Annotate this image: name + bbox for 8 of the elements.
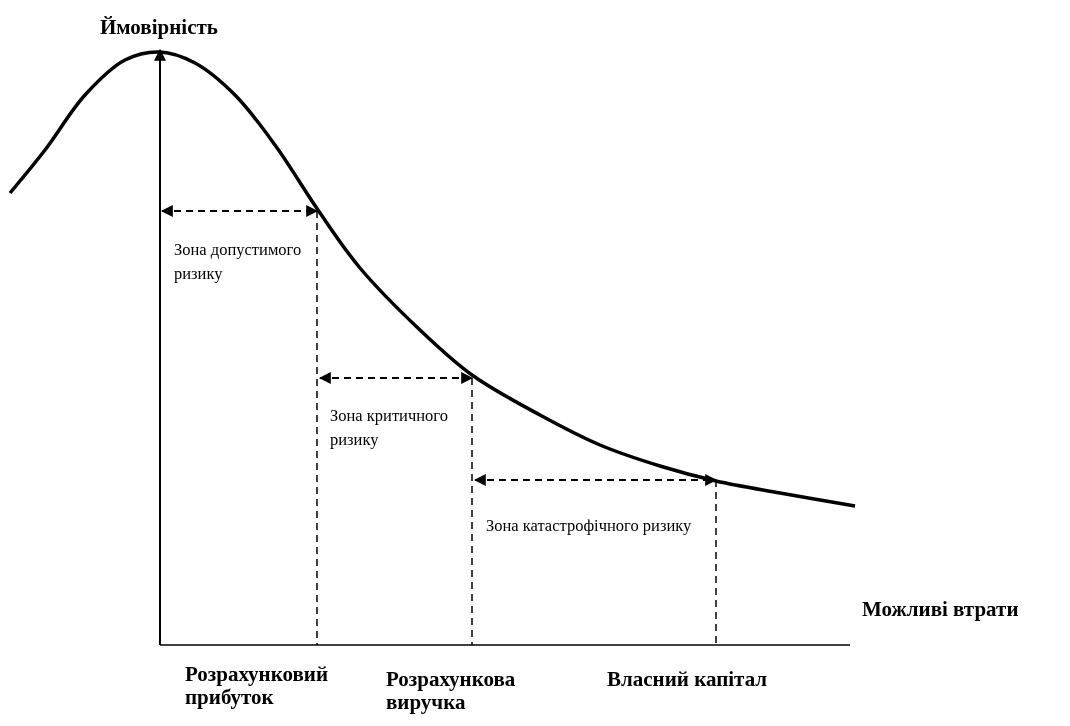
- zone-label: Зона катастрофічного ризику: [486, 515, 693, 537]
- axis-value-label: Розрахункова виручка: [386, 668, 517, 715]
- axis-title: Можливі втрати: [862, 598, 1019, 622]
- axis-value-label: Власний капітал: [607, 668, 768, 692]
- zone-label: Зона допустимого ризику: [174, 239, 303, 285]
- axis-title: Ймовірність: [100, 16, 218, 40]
- axis-value-label: Розрахунковий прибуток: [185, 663, 330, 710]
- zone-label: Зона критичного ризику: [330, 405, 449, 451]
